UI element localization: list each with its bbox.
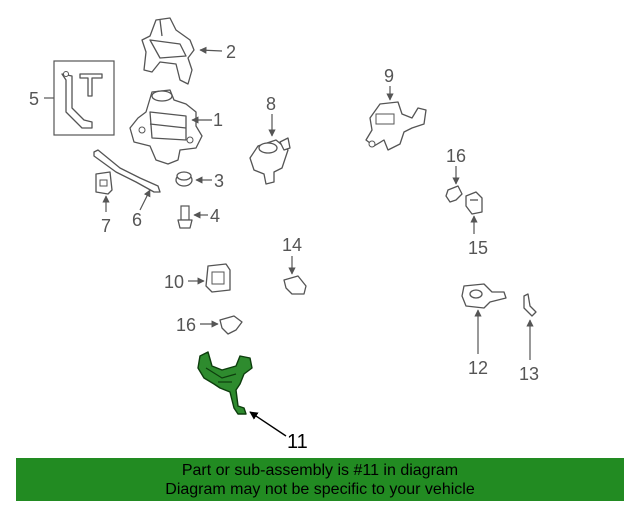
callout-8: 8 xyxy=(266,94,276,114)
callout-14: 14 xyxy=(282,235,302,255)
callout-11: 11 xyxy=(287,431,308,453)
part-3-grommet[interactable] xyxy=(175,171,193,187)
part-11-bracket-highlighted[interactable] xyxy=(197,351,253,415)
callout-9: 9 xyxy=(384,66,394,86)
part-2-bracket[interactable] xyxy=(141,17,195,85)
callout-12: 12 xyxy=(468,358,488,378)
part-15-bracket[interactable] xyxy=(465,191,483,215)
callout-7: 7 xyxy=(101,216,111,236)
callout-13: 13 xyxy=(519,364,539,384)
part-13-clip[interactable] xyxy=(523,293,537,317)
part-1-pump[interactable] xyxy=(129,89,203,165)
callout-3: 3 xyxy=(214,171,224,191)
info-banner: Part or sub-assembly is #11 in diagram D… xyxy=(16,458,624,501)
part-7-bracket[interactable] xyxy=(95,171,113,195)
banner-line-1: Part or sub-assembly is #11 in diagram xyxy=(181,462,459,479)
part-6-hose[interactable] xyxy=(93,149,161,193)
part-10-bracket[interactable] xyxy=(205,263,231,293)
part-5-hose-kit[interactable] xyxy=(53,60,115,136)
callout-15: 15 xyxy=(468,238,488,258)
part-9-valve[interactable] xyxy=(365,101,427,151)
banner-line-2: Diagram may not be specific to your vehi… xyxy=(165,481,475,498)
callout-6: 6 xyxy=(132,210,142,230)
callout-16-upper: 16 xyxy=(446,146,466,166)
part-16-clip-upper[interactable] xyxy=(445,185,463,203)
callout-5: 5 xyxy=(29,89,39,109)
part-16-clip-lower[interactable] xyxy=(219,315,243,335)
part-14-clip[interactable] xyxy=(283,275,307,295)
part-12-bracket[interactable] xyxy=(461,283,507,309)
callout-4: 4 xyxy=(210,206,220,226)
callout-2: 2 xyxy=(226,42,236,62)
callout-1: 1 xyxy=(213,110,223,130)
part-8-sensor[interactable] xyxy=(249,137,291,185)
callout-16-lower: 16 xyxy=(176,315,196,335)
part-4-bolt[interactable] xyxy=(177,205,193,229)
callout-10: 10 xyxy=(164,272,184,292)
